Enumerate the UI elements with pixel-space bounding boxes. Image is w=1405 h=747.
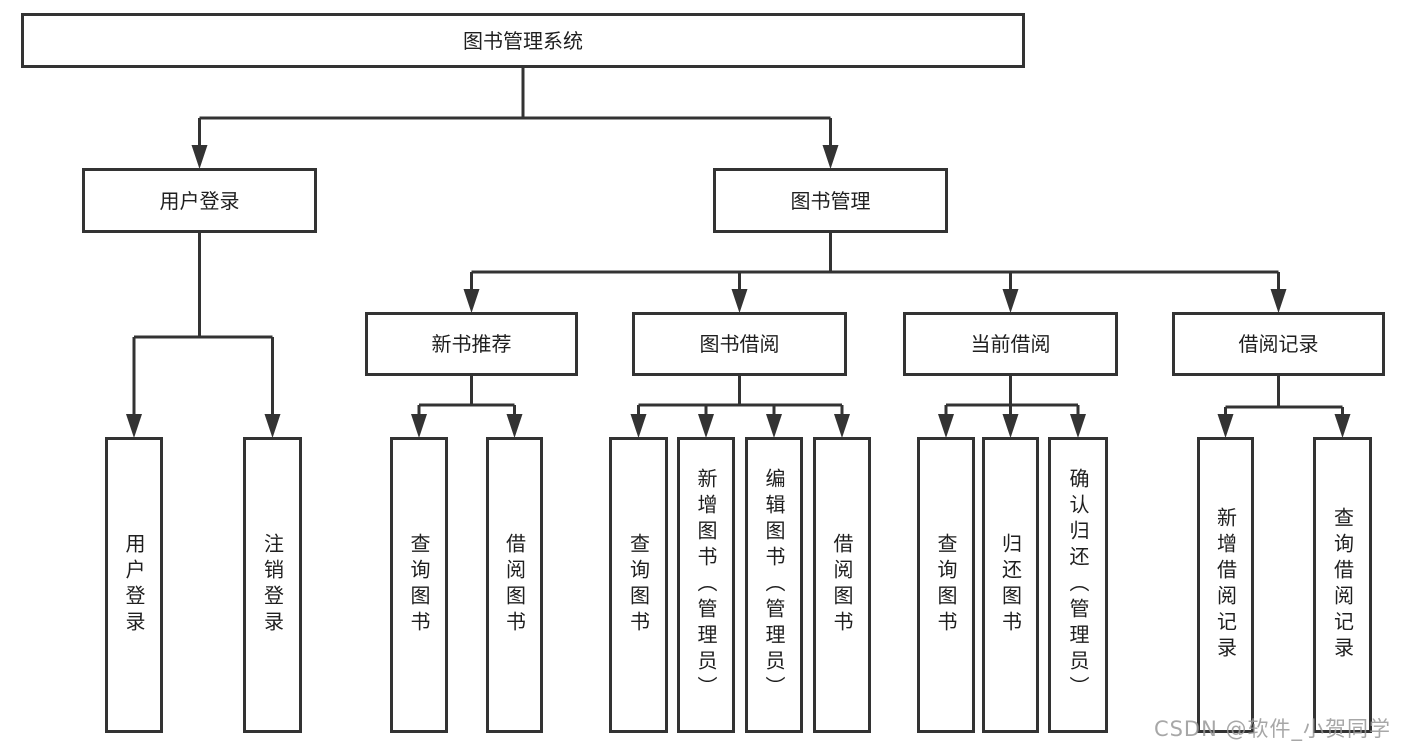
box-label-query-books-2: 查询图书 [626,533,651,637]
arrowhead-down-icon [506,414,523,438]
box-query-borrow-record: 查询借阅记录 [1313,437,1372,733]
box-borrow-books-2: 借阅图书 [813,437,871,733]
box-add-borrow-record: 新增借阅记录 [1197,437,1254,733]
box-label-current-borrowing: 当前借阅 [970,332,1051,356]
box-label-borrow-books-1: 借阅图书 [502,533,527,637]
box-edit-books-admin: 编辑图书（管理员） [745,437,803,733]
box-label-user-login-leaf: 用户登录 [122,533,146,637]
box-borrowing-records: 借阅记录 [1172,312,1385,376]
arrowhead-down-icon [126,414,142,438]
arrowhead-down-icon [411,414,427,438]
box-new-book-recommend: 新书推荐 [365,312,578,376]
arrowhead-down-icon [463,289,480,313]
box-label-query-books-3: 查询图书 [934,533,958,637]
box-label-logout-leaf: 注销登录 [260,533,285,637]
box-label-borrowing-records: 借阅记录 [1238,332,1319,356]
box-current-borrowing: 当前借阅 [903,312,1118,376]
box-add-books-admin: 新增图书（管理员） [677,437,735,733]
arrowhead-down-icon [1334,414,1351,438]
arrowhead-down-icon [264,414,281,438]
box-label-confirm-return-admin: 确认归还（管理员） [1066,468,1090,702]
arrowhead-down-icon [938,414,954,438]
arrowhead-down-icon [1002,289,1019,313]
box-confirm-return-admin: 确认归还（管理员） [1048,437,1108,733]
box-query-books-2: 查询图书 [609,437,668,733]
box-label-query-books-1: 查询图书 [407,533,431,637]
arrowhead-down-icon [1217,414,1234,438]
arrowhead-down-icon [630,414,647,438]
arrowhead-down-icon [1002,414,1019,438]
arrowhead-down-icon [834,414,850,438]
box-logout-leaf: 注销登录 [243,437,302,733]
watermark: CSDN @软件_小贺同学 [1153,717,1391,741]
box-query-books-3: 查询图书 [917,437,975,733]
box-label-edit-books-admin: 编辑图书（管理员） [762,468,786,702]
box-label-borrow-books-2: 借阅图书 [830,533,854,637]
box-label-new-book-recommend: 新书推荐 [431,332,512,356]
box-label-add-books-admin: 新增图书（管理员） [694,468,718,702]
box-book-borrowing: 图书借阅 [632,312,847,376]
box-label-add-borrow-record: 新增借阅记录 [1213,507,1238,663]
box-label-book-borrowing: 图书借阅 [699,332,780,356]
arrowhead-down-icon [191,145,208,169]
box-borrow-books-1: 借阅图书 [486,437,543,733]
arrowhead-down-icon [1070,414,1086,438]
arrowhead-down-icon [822,145,839,169]
arrowhead-down-icon [766,414,782,438]
arrowhead-down-icon [731,289,748,313]
box-user-login: 用户登录 [82,168,317,233]
box-library-system: 图书管理系统 [21,13,1025,68]
box-label-book-management: 图书管理 [790,188,871,213]
box-return-books: 归还图书 [982,437,1039,733]
box-book-management: 图书管理 [713,168,948,233]
box-label-library-system: 图书管理系统 [463,28,583,53]
arrowhead-down-icon [698,414,714,438]
box-user-login-leaf: 用户登录 [105,437,163,733]
box-label-user-login: 用户登录 [159,188,240,213]
box-label-return-books: 归还图书 [998,533,1023,637]
box-query-books-1: 查询图书 [390,437,448,733]
arrowhead-down-icon [1270,289,1287,313]
box-label-query-borrow-record: 查询借阅记录 [1330,507,1355,663]
